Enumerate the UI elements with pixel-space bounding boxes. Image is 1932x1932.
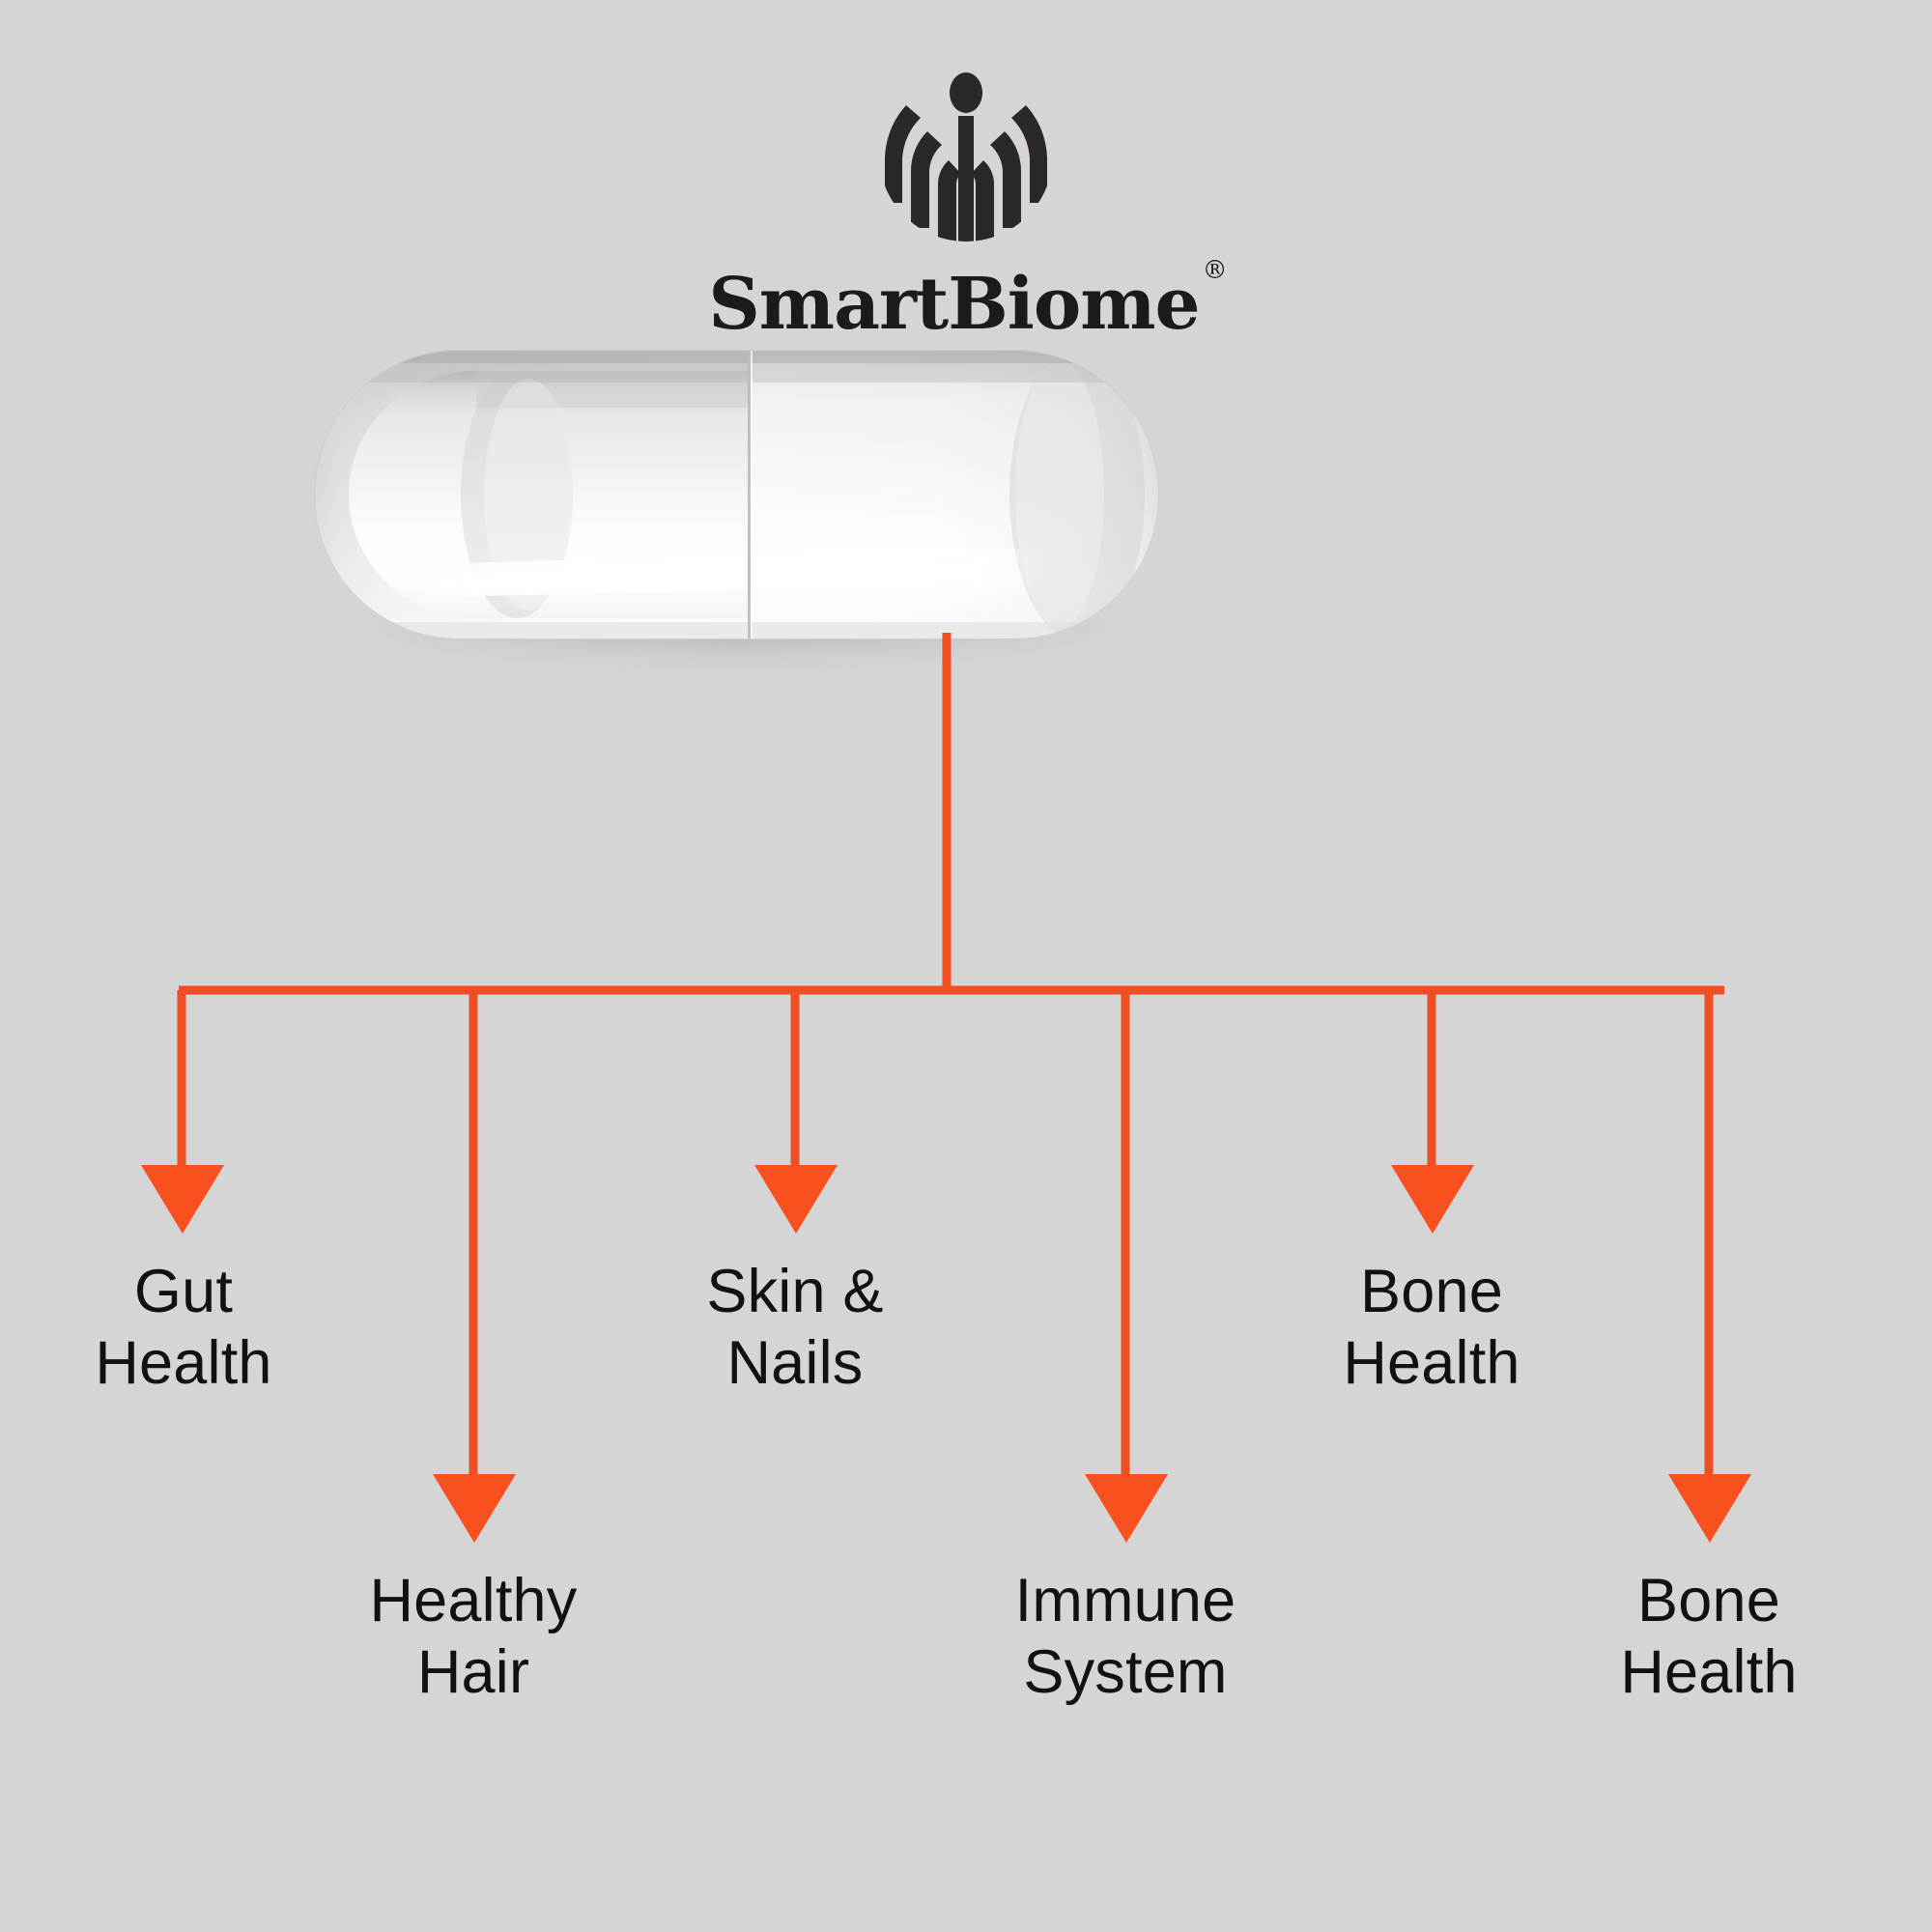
arrowhead-skin-nails: [754, 1165, 838, 1234]
benefit-label-healthy-hair: Healthy Hair: [369, 1567, 578, 1707]
capsule-product-image: [314, 350, 1159, 659]
brand-wordmark: SmartBiome®: [708, 258, 1227, 340]
brand-name: SmartBiome: [708, 263, 1200, 346]
brand-header: SmartBiome®: [0, 58, 1932, 340]
benefit-label-bone-health-2: Bone Health: [1620, 1567, 1798, 1707]
benefit-label-bone-health-1: Bone Health: [1343, 1258, 1520, 1398]
benefit-label-gut-health: Gut Health: [95, 1258, 272, 1398]
benefit-label-skin-nails: Skin & Nails: [706, 1258, 884, 1398]
arrowhead-healthy-hair: [433, 1474, 516, 1543]
registered-trademark-symbol: ®: [1202, 256, 1228, 286]
arrowhead-immune-system: [1085, 1474, 1168, 1543]
arrowhead-bone-health-2: [1668, 1474, 1751, 1543]
white-capsule-pill-icon: [314, 350, 1159, 639]
human-figure-in-circle-icon: [885, 72, 1047, 242]
arrowhead-bone-health-1: [1391, 1165, 1474, 1234]
arrowhead-gut-health: [141, 1165, 224, 1234]
benefit-label-immune-system: Immune System: [1014, 1567, 1236, 1707]
